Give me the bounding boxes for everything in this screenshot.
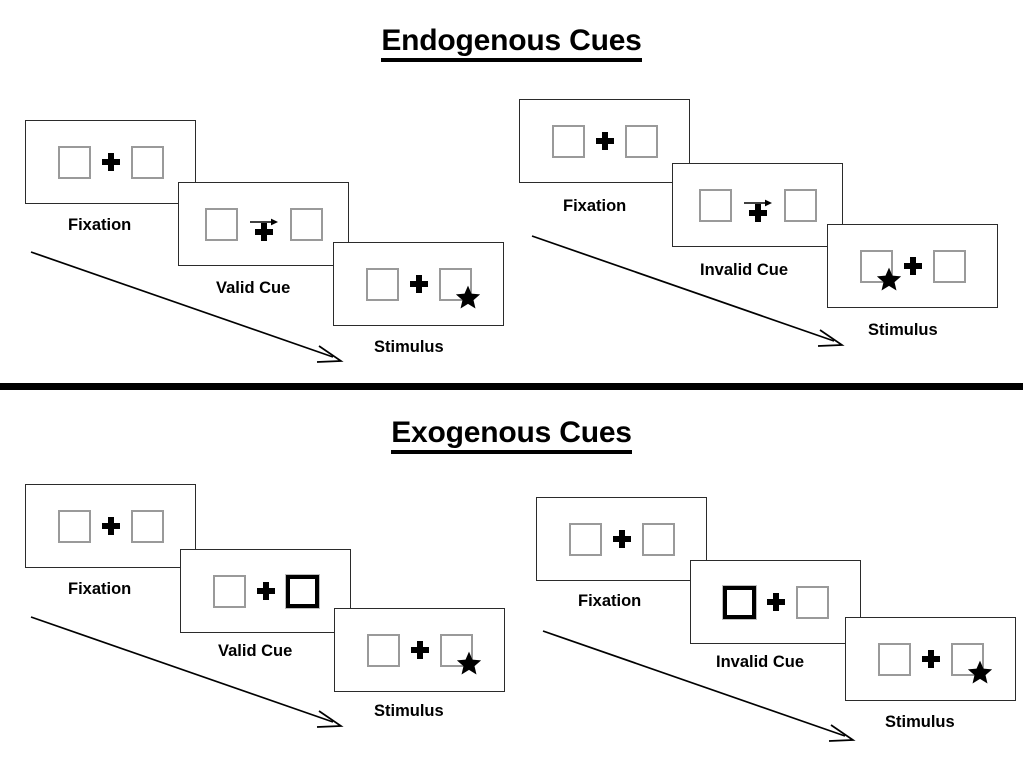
panel-caption-valid-cue: Valid Cue <box>216 279 291 297</box>
fixation-cross-icon <box>748 203 767 222</box>
right-placeholder-box <box>130 145 164 179</box>
panel-content <box>366 633 482 675</box>
panel-caption-stimulus: Stimulus <box>885 713 955 731</box>
section-divider <box>0 383 1023 390</box>
fixation-cross-icon <box>766 593 785 611</box>
panel-caption-stimulus: Stimulus <box>374 702 444 720</box>
trial-panel-fixation <box>519 99 690 183</box>
right-placeholder-box <box>795 585 829 619</box>
center-stack <box>101 510 120 543</box>
left-placeholder-box <box>365 267 399 301</box>
panel-caption-invalid-cue: Invalid Cue <box>700 261 789 279</box>
left-placeholder-box <box>568 522 602 556</box>
section-title-endogenous-text: Endogenous Cues <box>381 24 642 62</box>
fixation-cross-icon <box>595 132 614 150</box>
right-target-box <box>439 633 482 675</box>
panel-content <box>722 585 829 619</box>
fixation-cross-icon <box>101 517 120 535</box>
fixation-cross-icon <box>409 275 428 293</box>
center-stack <box>249 208 279 241</box>
right-target-box <box>950 642 993 684</box>
trial-panel-fixation <box>25 484 196 568</box>
center-stack <box>101 146 120 179</box>
left-placeholder-box <box>551 124 585 158</box>
left-placeholder-box <box>366 633 400 667</box>
fixation-cross-icon <box>921 650 940 668</box>
center-stack <box>766 586 785 619</box>
trial-panel-stimulus <box>334 608 505 692</box>
trial-panel-invalid-cue <box>690 560 861 644</box>
cue-arrow-icon <box>249 213 279 225</box>
panel-content <box>204 207 323 241</box>
time-flow-arrow-endogenous-valid <box>30 251 344 363</box>
panel-caption-invalid-cue: Invalid Cue <box>716 653 805 671</box>
left-placeholder-box <box>57 145 91 179</box>
center-stack <box>903 250 922 283</box>
left-placeholder-box <box>877 642 911 676</box>
panel-content <box>859 249 966 291</box>
panel-content <box>365 267 481 309</box>
trial-panel-stimulus <box>845 617 1016 701</box>
center-stack <box>595 125 614 158</box>
panel-caption-valid-cue: Valid Cue <box>218 642 293 660</box>
fixation-cross-icon <box>410 641 429 659</box>
fixation-cross-icon <box>256 582 275 600</box>
fixation-cross-icon <box>254 222 273 241</box>
panel-content <box>877 642 993 684</box>
time-flow-arrow-exogenous-invalid <box>542 630 856 742</box>
trial-panel-fixation <box>25 120 196 204</box>
fixation-cross-icon <box>903 257 922 275</box>
fixation-cross-icon <box>612 530 631 548</box>
trial-panel-stimulus <box>827 224 998 308</box>
right-placeholder-box <box>783 188 817 222</box>
panel-caption-fixation: Fixation <box>563 197 627 215</box>
panel-caption-stimulus: Stimulus <box>374 338 444 356</box>
center-stack <box>409 268 428 301</box>
fixation-cross-icon <box>101 153 120 171</box>
trial-panel-fixation <box>536 497 707 581</box>
left-placeholder-box <box>212 574 246 608</box>
panel-content <box>698 188 817 222</box>
panel-caption-fixation: Fixation <box>68 216 132 234</box>
panel-caption-fixation: Fixation <box>578 592 642 610</box>
panel-content <box>551 124 658 158</box>
trial-panel-stimulus <box>333 242 504 326</box>
panel-content <box>568 522 675 556</box>
panel-content <box>57 509 164 543</box>
left-placeholder-box <box>57 509 91 543</box>
cue-arrow-icon <box>743 194 773 206</box>
right-placeholder-box <box>289 207 323 241</box>
trial-panel-valid-cue <box>178 182 349 266</box>
panel-content <box>57 145 164 179</box>
center-stack <box>743 189 773 222</box>
left-target-box <box>859 249 902 291</box>
trial-panel-invalid-cue <box>672 163 843 247</box>
right-cued-box <box>285 574 319 608</box>
right-placeholder-box <box>624 124 658 158</box>
panel-caption-stimulus: Stimulus <box>868 321 938 339</box>
right-placeholder-box <box>932 249 966 283</box>
panel-caption-fixation: Fixation <box>68 580 132 598</box>
section-title-exogenous-text: Exogenous Cues <box>391 416 632 454</box>
left-placeholder-box <box>698 188 732 222</box>
center-stack <box>256 575 275 608</box>
left-placeholder-box <box>204 207 238 241</box>
panel-content <box>212 574 319 608</box>
left-cued-box <box>722 585 756 619</box>
section-title-exogenous: Exogenous Cues <box>0 416 1023 454</box>
center-stack <box>612 523 631 556</box>
right-target-box <box>438 267 481 309</box>
time-flow-arrow-endogenous-invalid <box>531 235 845 347</box>
center-stack <box>410 634 429 667</box>
center-stack <box>921 643 940 676</box>
trial-panel-valid-cue <box>180 549 351 633</box>
right-placeholder-box <box>641 522 675 556</box>
section-title-endogenous: Endogenous Cues <box>0 24 1023 62</box>
right-placeholder-box <box>130 509 164 543</box>
